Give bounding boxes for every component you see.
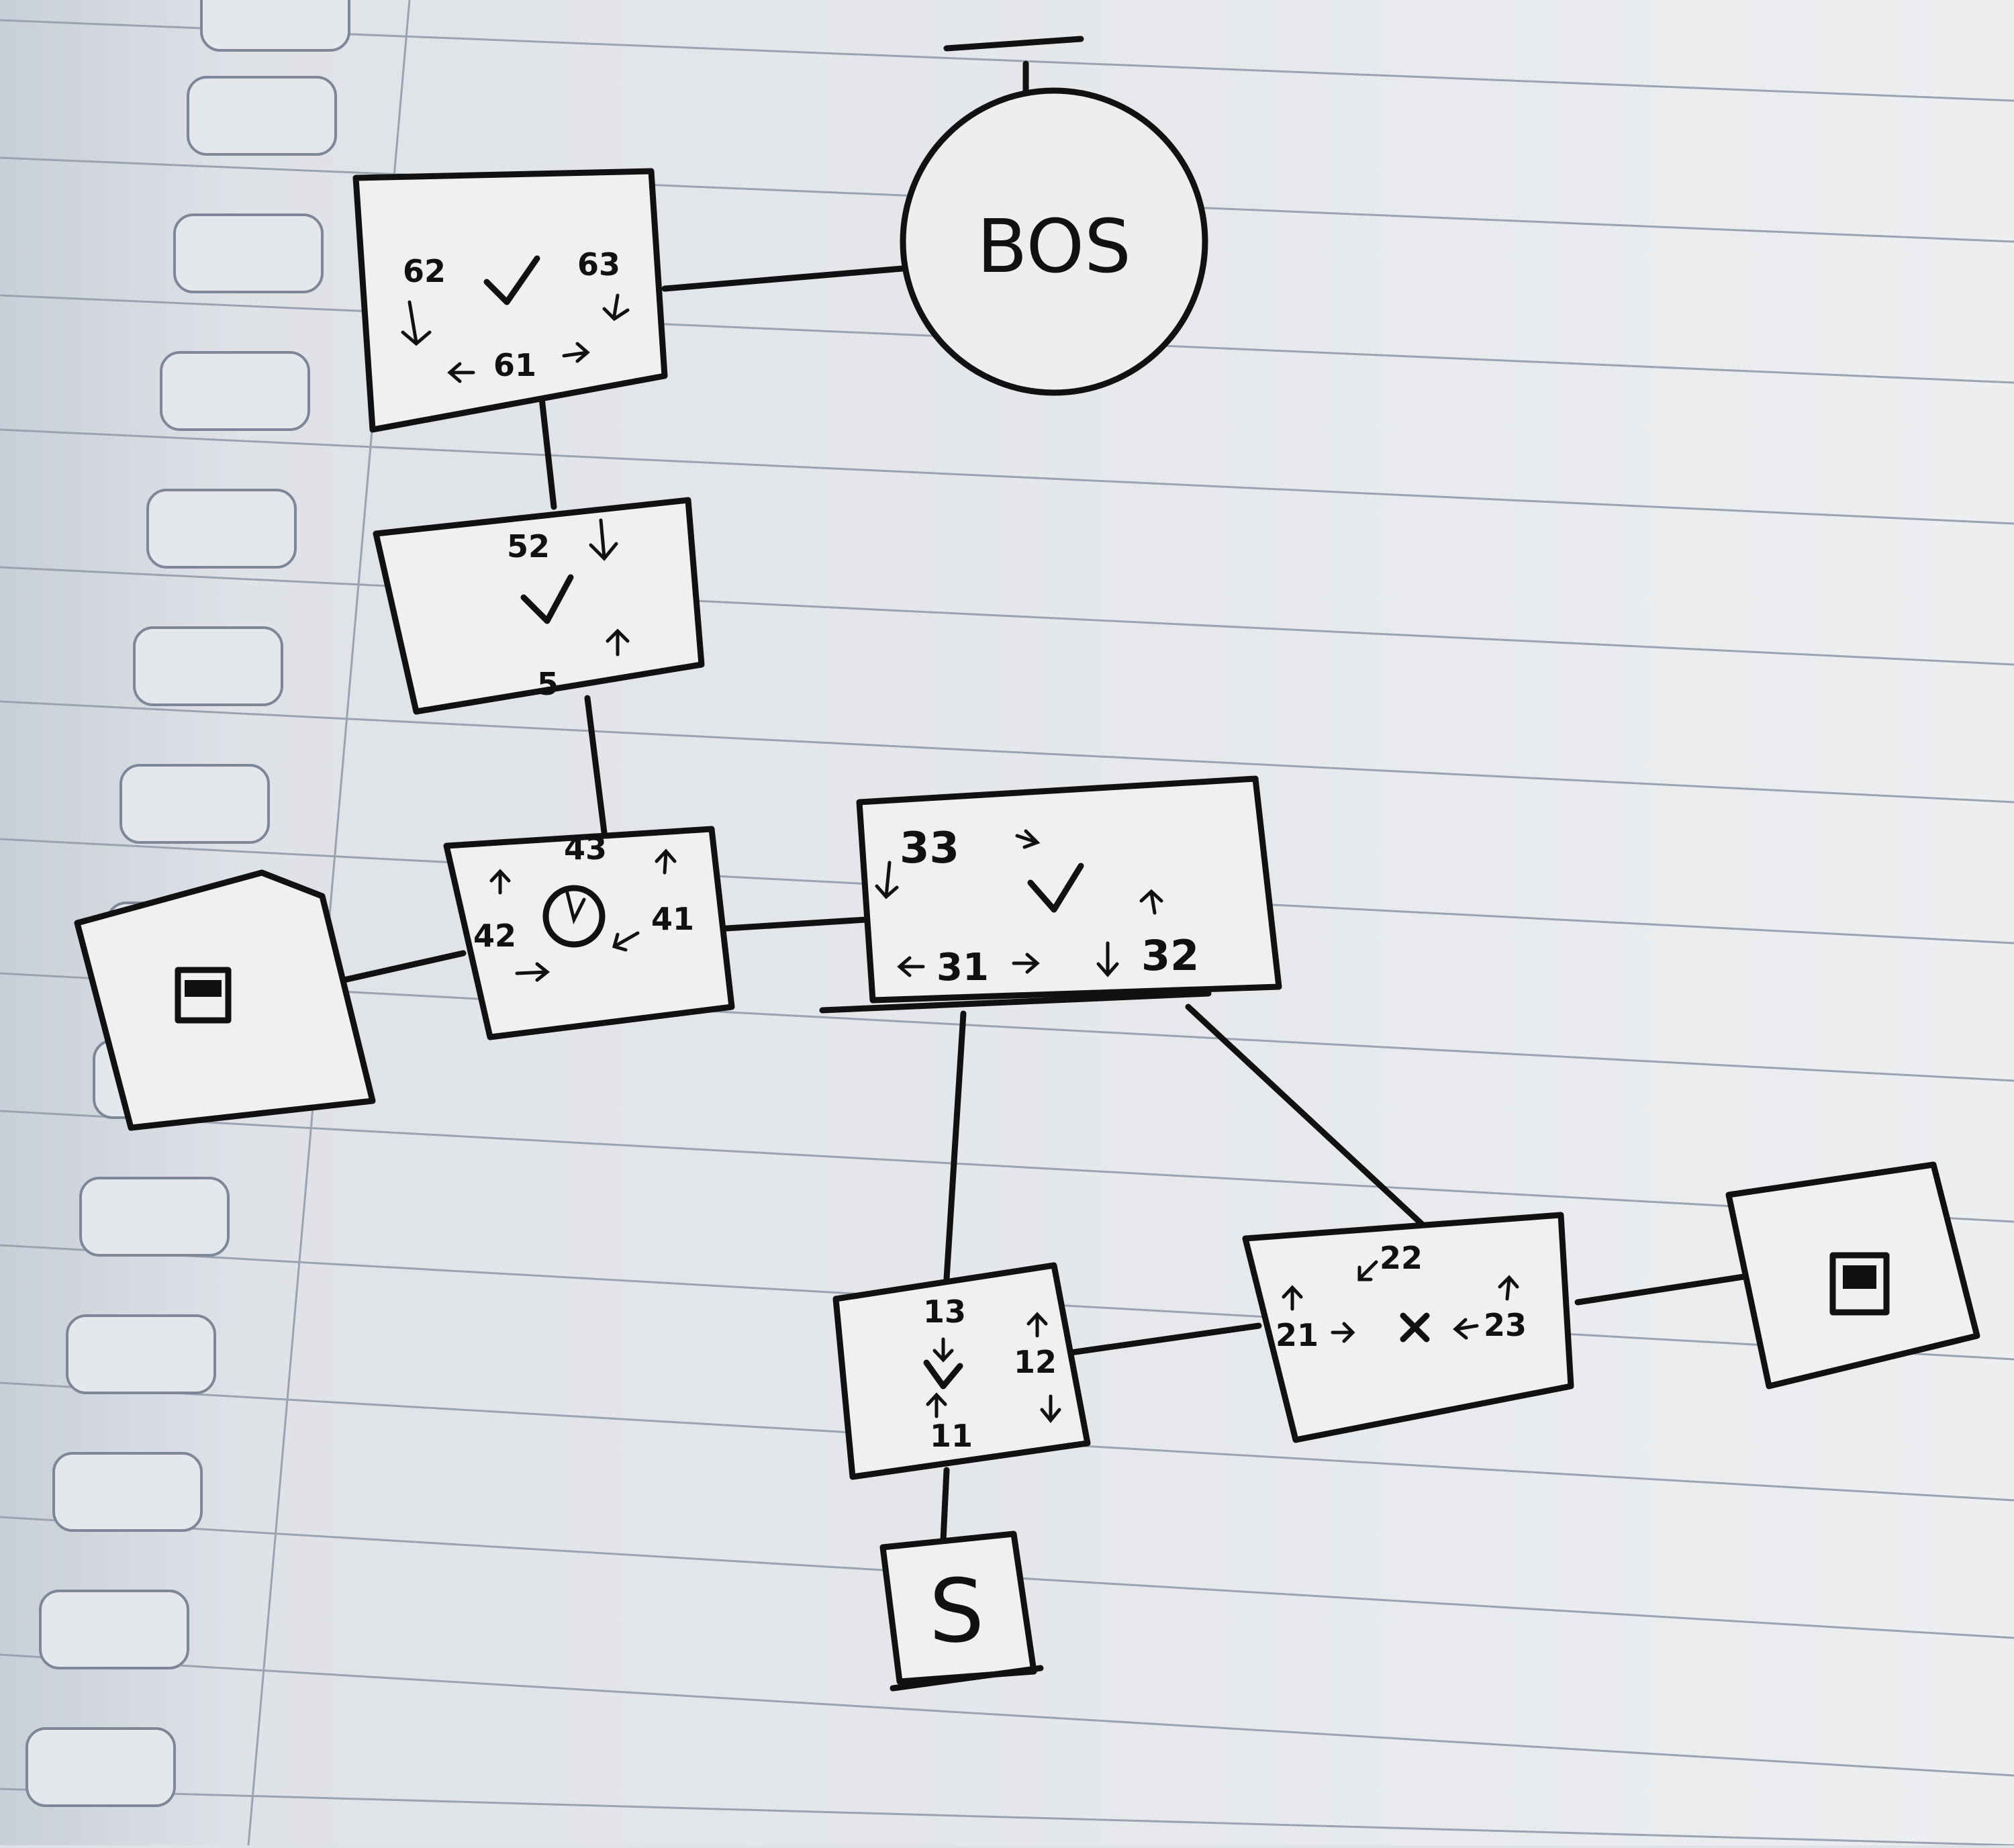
node-item-left bbox=[74, 869, 376, 1131]
arrow-right-icon bbox=[562, 342, 590, 363]
edge-room6-bos bbox=[661, 265, 906, 292]
arrow-up-icon bbox=[655, 848, 677, 875]
room3-label-31: 31 bbox=[937, 946, 989, 989]
room6-label-61: 61 bbox=[493, 347, 536, 383]
arrow-down-icon bbox=[932, 1337, 954, 1363]
edge-room6-room5 bbox=[537, 383, 557, 510]
room3-label-33: 33 bbox=[900, 824, 959, 873]
arrow-up-icon bbox=[1026, 1312, 1048, 1338]
edge-room1-start bbox=[940, 1467, 950, 1544]
circle-mark-icon bbox=[542, 885, 606, 948]
check-icon bbox=[1027, 863, 1084, 913]
edge-room3-room2 bbox=[1185, 1004, 1430, 1232]
check-icon bbox=[923, 1359, 963, 1390]
room1-label-13: 13 bbox=[923, 1294, 966, 1330]
arrow-up-icon bbox=[606, 628, 630, 656]
node-start: S bbox=[879, 1530, 1044, 1692]
node-room2: 22 21 23 bbox=[1242, 1212, 1574, 1443]
item-icon-fill bbox=[185, 980, 222, 997]
item-icon bbox=[175, 967, 232, 1024]
arrow-up-icon bbox=[489, 869, 511, 895]
node-room4: 43 42 41 bbox=[443, 826, 735, 1040]
edge-room1-room2 bbox=[1067, 1322, 1262, 1356]
room4-label-42: 42 bbox=[473, 918, 516, 954]
check-icon bbox=[520, 574, 574, 624]
arrow-up-icon bbox=[926, 1392, 947, 1418]
node-bos: BOS bbox=[900, 87, 1208, 396]
arrow-right-icon bbox=[1015, 829, 1041, 849]
arrow-right-icon bbox=[1331, 1322, 1355, 1343]
arrow-up-icon bbox=[1139, 889, 1163, 915]
node-room3: 33 31 32 bbox=[819, 775, 1282, 1014]
arrow-right-icon bbox=[515, 962, 550, 982]
arrow-down-icon bbox=[1096, 941, 1119, 977]
room4-label-43: 43 bbox=[564, 830, 607, 867]
underline bbox=[819, 990, 1212, 1014]
edge-room2-itemright bbox=[1574, 1272, 1756, 1306]
bos-label: BOS bbox=[977, 203, 1131, 289]
room5-label-5: 5 bbox=[537, 666, 559, 702]
start-label: S bbox=[929, 1560, 985, 1662]
item-icon-fill bbox=[1843, 1265, 1876, 1289]
arrow-left-icon bbox=[1357, 1260, 1378, 1281]
room3-label-32: 32 bbox=[1141, 931, 1199, 980]
arrow-down-icon bbox=[1040, 1394, 1061, 1423]
item-icon bbox=[1829, 1252, 1890, 1316]
arrow-left-icon bbox=[1453, 1318, 1479, 1340]
x-mark-icon bbox=[1400, 1312, 1430, 1343]
room2-label-21: 21 bbox=[1276, 1317, 1318, 1353]
node-item-right bbox=[1725, 1161, 1980, 1390]
room5-label-52: 52 bbox=[507, 528, 550, 565]
arrow-up-icon bbox=[1282, 1285, 1303, 1311]
clock-hand-icon bbox=[565, 891, 586, 925]
node-room1: 13 12 11 bbox=[832, 1262, 1091, 1480]
arrow-right-icon bbox=[1012, 953, 1040, 974]
check-icon bbox=[483, 255, 540, 305]
arrow-down-icon bbox=[875, 861, 899, 899]
underline bbox=[890, 1665, 1044, 1692]
room6-label-63: 63 bbox=[577, 246, 620, 283]
arrow-left-icon bbox=[612, 931, 640, 952]
arrow-down-icon bbox=[401, 300, 432, 346]
arrow-left-icon bbox=[897, 956, 925, 977]
node-room5: 52 5 bbox=[373, 497, 705, 715]
room2-label-23: 23 bbox=[1484, 1307, 1527, 1343]
room1-label-11: 11 bbox=[930, 1418, 973, 1454]
room4-label-41: 41 bbox=[651, 901, 694, 937]
edge-bos-top-bar bbox=[943, 36, 1084, 52]
room1-label-12: 12 bbox=[1014, 1344, 1057, 1380]
arrow-up-icon bbox=[1498, 1275, 1519, 1301]
edge-room4-room3 bbox=[702, 916, 869, 933]
arrow-down-icon bbox=[589, 518, 618, 561]
arrow-down-icon bbox=[602, 293, 630, 322]
room6-label-62: 62 bbox=[403, 253, 446, 289]
edge-room3-room1 bbox=[943, 1010, 967, 1282]
node-room6: 62 63 61 bbox=[352, 168, 668, 433]
arrow-left-icon bbox=[447, 362, 475, 383]
room2-label-22: 22 bbox=[1380, 1240, 1423, 1276]
edge-room5-room4 bbox=[584, 695, 608, 836]
